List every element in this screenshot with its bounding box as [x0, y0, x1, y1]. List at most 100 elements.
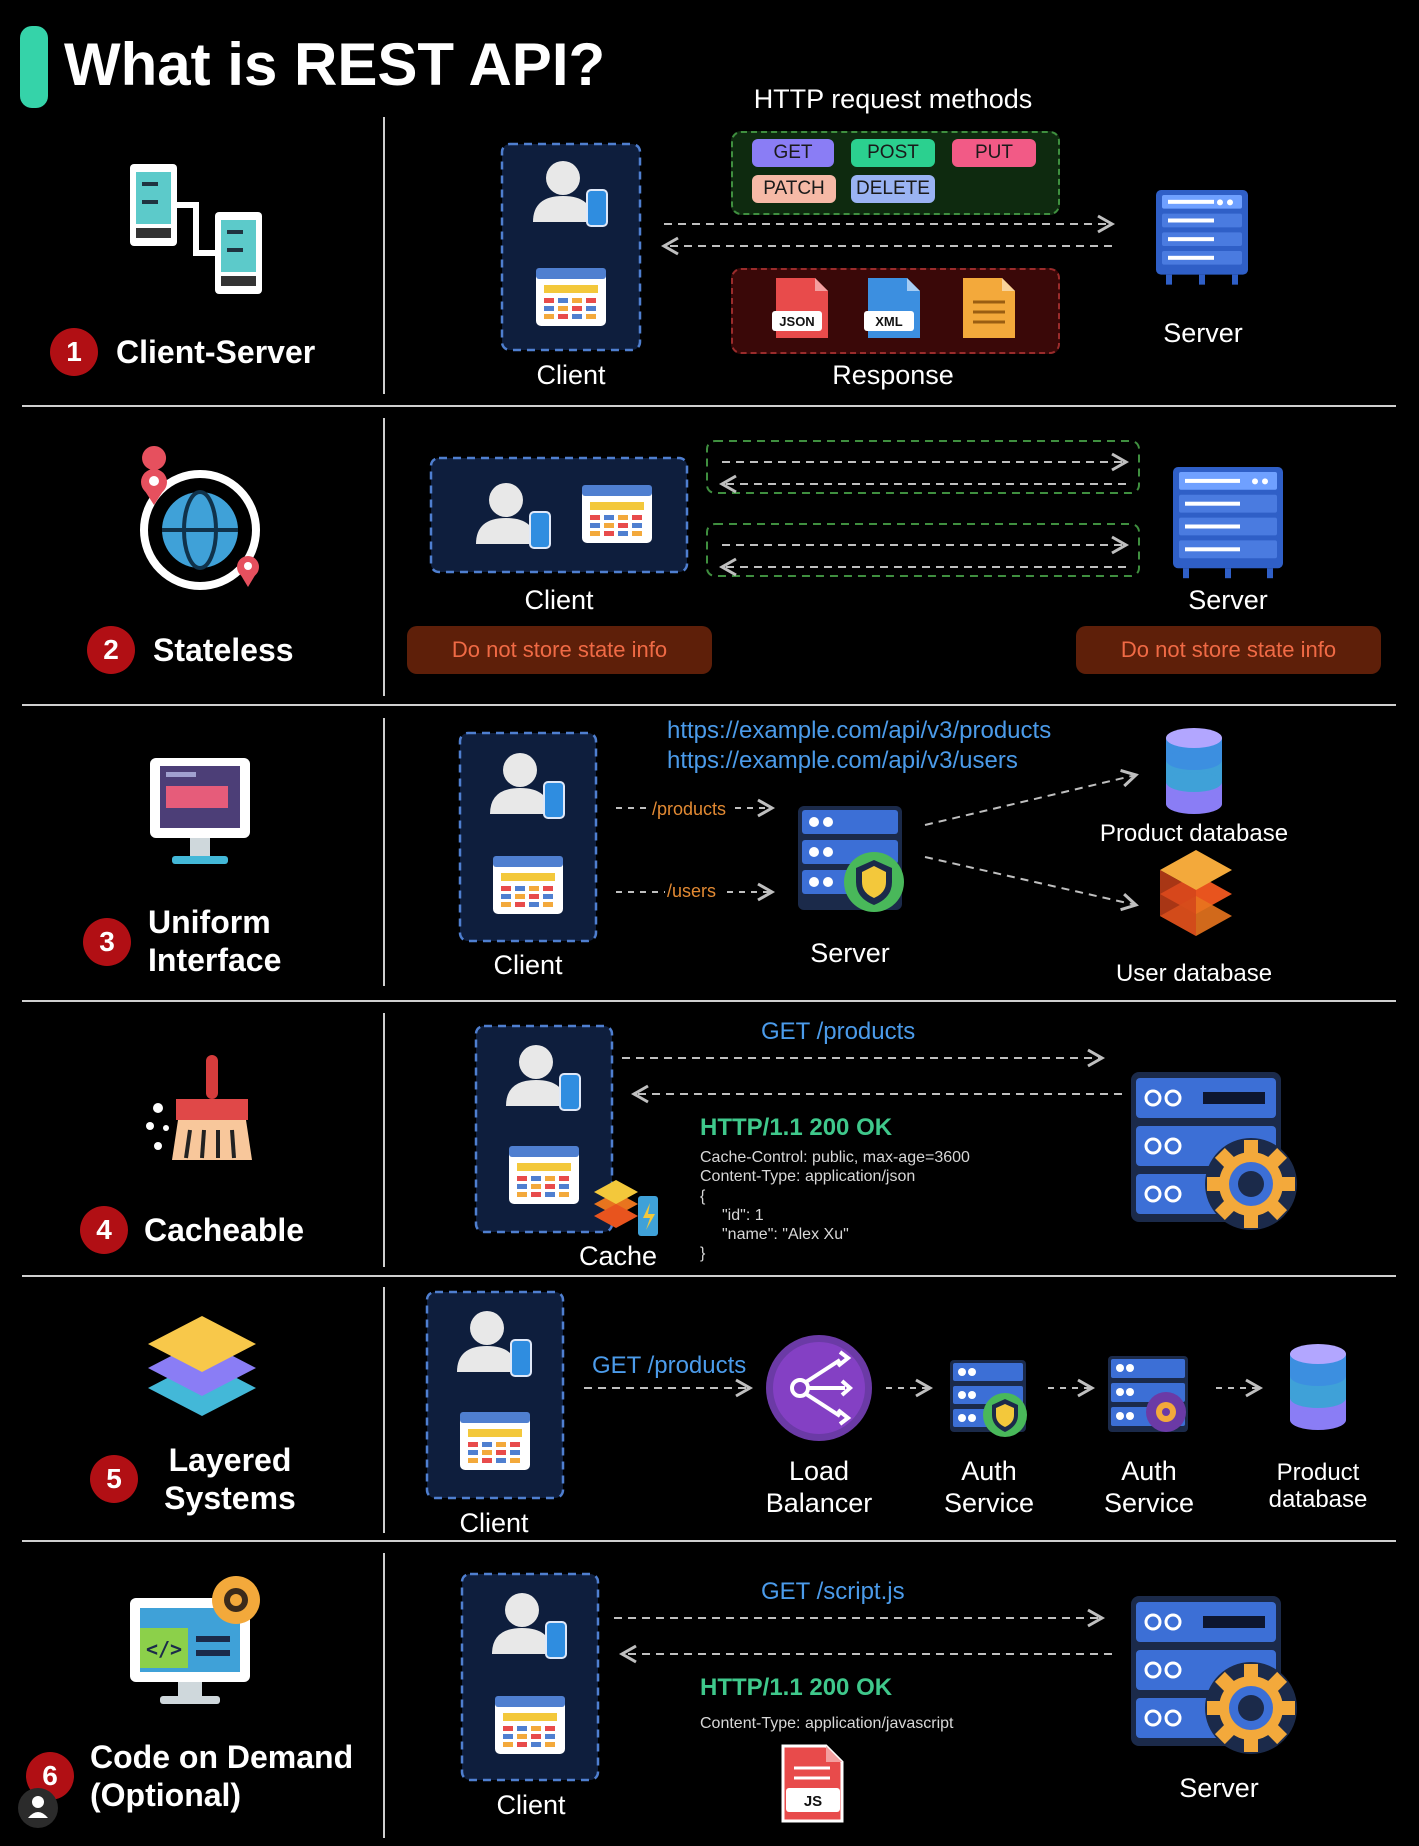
auth-service-icon — [950, 1360, 1027, 1437]
method-post: POST — [851, 139, 935, 167]
client-state-note: Do not store state info — [407, 626, 712, 674]
principle-number: 3 — [83, 918, 131, 966]
server-state-note: Do not store state info — [1076, 626, 1381, 674]
browser-window-icon — [582, 485, 652, 543]
principle-name: Cacheable — [144, 1212, 305, 1248]
page-title: What is REST API? — [64, 31, 606, 98]
column-divider — [383, 718, 385, 986]
server-label: Server — [1179, 1773, 1259, 1803]
principle-name: Layered Systems — [164, 1442, 296, 1516]
user-icon — [476, 483, 551, 549]
user-database-icon — [1160, 850, 1232, 936]
method-put: PUT — [952, 139, 1036, 167]
script-content-type: Content-Type: application/javascript — [700, 1715, 954, 1732]
client-label: Client — [496, 1790, 566, 1820]
user-icon — [457, 1311, 532, 1377]
database-icon — [1290, 1344, 1346, 1430]
user-icon — [490, 753, 565, 819]
methods-title: HTTP request methods — [753, 84, 1033, 114]
browser-window-icon — [495, 1696, 565, 1754]
principle-name: Code on Demand (Optional) — [90, 1739, 354, 1813]
xml-tag: XML — [875, 314, 903, 329]
user-icon — [506, 1045, 581, 1111]
method-patch: PATCH — [752, 175, 836, 203]
client-label: Client — [493, 950, 563, 980]
section-divider — [22, 405, 1396, 407]
browser-window-icon — [493, 856, 563, 914]
auth-service-label: Auth Service — [1103, 1456, 1195, 1518]
api-gateway-icon — [798, 806, 904, 912]
principle-number: 2 — [87, 626, 135, 674]
cache-status: HTTP/1.1 200 OK — [700, 1114, 893, 1141]
monitor-icon — [150, 758, 250, 864]
avatar-icon — [18, 1788, 58, 1828]
url-products: https://example.com/api/v3/products — [667, 717, 1052, 744]
json-file-icon: JSON — [772, 278, 828, 338]
principle-name: Stateless — [153, 632, 294, 668]
svg-text:</>: </> — [146, 1637, 182, 1661]
auth-service-label: Auth Service — [943, 1456, 1035, 1518]
section-divider — [22, 1540, 1396, 1542]
method-get: GET — [752, 139, 834, 167]
request-box — [706, 440, 1140, 494]
principle-number: 1 — [50, 328, 98, 376]
load-balancer-icon — [766, 1335, 872, 1441]
section-divider — [22, 1275, 1396, 1277]
principle-name: Client-Server — [116, 334, 316, 370]
browser-window-icon — [509, 1146, 579, 1204]
user-db-label: User database — [1115, 960, 1273, 987]
client-label: Client — [536, 360, 606, 390]
dashed-arrows — [660, 214, 1116, 256]
body-open: { — [700, 1188, 706, 1205]
body-name: "name": "Alex Xu" — [722, 1226, 849, 1243]
client-server-icon — [130, 164, 262, 294]
cache-label: Cache — [578, 1241, 658, 1271]
product-db-label: Product database — [1268, 1459, 1368, 1513]
principle-name: Uniform Interface — [148, 904, 282, 978]
script-status: HTTP/1.1 200 OK — [700, 1674, 893, 1701]
globe-icon — [140, 446, 260, 590]
js-file-icon: JS — [781, 1744, 844, 1823]
script-request: GET /script.js — [761, 1578, 905, 1605]
column-divider — [383, 1013, 385, 1267]
layered-request: GET /products — [592, 1352, 747, 1379]
server-rack-icon — [1156, 190, 1248, 285]
auth-service-icon — [1108, 1356, 1188, 1432]
server-label: Server — [810, 938, 890, 968]
column-divider — [383, 1287, 385, 1533]
browser-window-icon — [536, 268, 606, 326]
dashed-arrows — [616, 769, 1139, 912]
path-users: /users — [667, 881, 717, 901]
server-gear-icon — [1131, 1072, 1297, 1230]
xml-file-icon: XML — [864, 278, 920, 338]
user-icon — [533, 161, 608, 227]
column-divider — [383, 418, 385, 696]
column-divider — [383, 117, 385, 394]
browser-window-icon — [460, 1412, 530, 1470]
dashed-arrows — [614, 1608, 1112, 1664]
content-type-header: Content-Type: application/json — [700, 1168, 916, 1185]
section-divider — [22, 1000, 1396, 1002]
body-id: "id": 1 — [722, 1207, 764, 1224]
principle-number: 4 — [80, 1206, 128, 1254]
client-label: Client — [459, 1508, 529, 1538]
json-tag: JSON — [779, 314, 814, 329]
cache-icon — [594, 1180, 658, 1236]
text-file-icon — [963, 278, 1015, 338]
dashed-arrows — [622, 1048, 1122, 1104]
method-delete: DELETE — [851, 175, 935, 203]
code-monitor-icon: </> — [130, 1576, 260, 1704]
server-label: Server — [1188, 585, 1268, 615]
title-accent-bar — [20, 26, 48, 108]
brush-icon — [146, 1055, 252, 1160]
user-icon — [492, 1593, 567, 1659]
load-balancer-label: Load Balancer — [765, 1456, 873, 1518]
response-label: Response — [832, 360, 954, 390]
product-db-label: Product database — [1099, 820, 1289, 847]
url-users: https://example.com/api/v3/users — [667, 747, 1018, 774]
cache-request: GET /products — [761, 1018, 916, 1045]
js-tag: JS — [804, 1793, 822, 1810]
database-icon — [1166, 728, 1222, 814]
